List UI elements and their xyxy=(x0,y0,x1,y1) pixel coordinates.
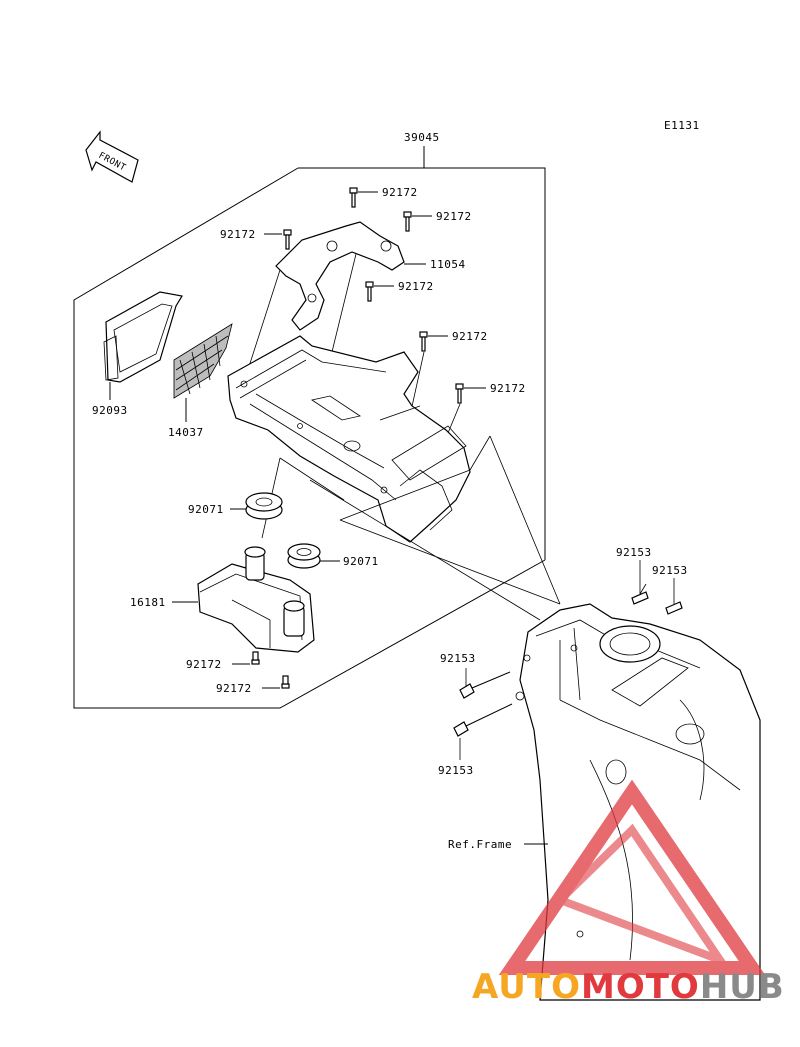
callout-92153-3: 92153 xyxy=(440,652,476,665)
callout-16181: 16181 xyxy=(130,596,166,609)
callout-39045: 39045 xyxy=(404,131,440,144)
watermark-text: AUTOMOTOHUB xyxy=(472,967,785,1007)
watermark-moto: MOTO xyxy=(581,967,700,1007)
screen-mesh-part xyxy=(173,323,233,399)
bolt-icon xyxy=(281,675,290,689)
callout-92172-res1: 92172 xyxy=(186,658,222,671)
bolt-icon xyxy=(251,651,260,665)
bolt-icon xyxy=(283,229,292,250)
callout-11054: 11054 xyxy=(430,258,466,271)
callout-92071-lower: 92071 xyxy=(343,555,379,568)
callout-92153-2: 92153 xyxy=(652,564,688,577)
callout-92172-top: 92172 xyxy=(382,186,418,199)
watermark-hub: HUB xyxy=(700,967,785,1007)
callout-14037: 14037 xyxy=(168,426,204,439)
bolt-icon xyxy=(419,331,428,352)
diagram-code: E1131 xyxy=(664,119,700,132)
watermark-auto: AUTO xyxy=(472,967,581,1007)
bolt-icon xyxy=(365,281,374,302)
bolt-icon xyxy=(459,671,511,699)
callout-92172-left: 92172 xyxy=(220,228,256,241)
grommet-part xyxy=(245,492,283,520)
front-arrow-icon: FRONT xyxy=(85,130,139,183)
bolt-icon xyxy=(665,601,683,615)
watermark-logo xyxy=(498,779,766,975)
air-duct-part xyxy=(227,335,471,543)
callout-92093: 92093 xyxy=(92,404,128,417)
callout-92172-res2: 92172 xyxy=(216,682,252,695)
callout-92172-top-right: 92172 xyxy=(436,210,472,223)
callout-92071-upper: 92071 xyxy=(188,503,224,516)
reservoir-part xyxy=(197,546,315,653)
callout-92153-1: 92153 xyxy=(616,546,652,559)
bolt-icon xyxy=(403,211,412,232)
grommet-part xyxy=(287,543,321,569)
bolt-icon xyxy=(455,383,464,404)
callout-92172-right: 92172 xyxy=(490,382,526,395)
callout-92172-mid: 92172 xyxy=(398,280,434,293)
callout-ref-frame: Ref.Frame xyxy=(448,838,512,851)
seal-part xyxy=(103,291,183,383)
callout-92153-4: 92153 xyxy=(438,764,474,777)
callout-92172-center: 92172 xyxy=(452,330,488,343)
bolt-icon xyxy=(349,187,358,208)
bolt-icon xyxy=(453,703,513,737)
bracket-part xyxy=(275,221,405,331)
assembly-boundary xyxy=(73,146,546,709)
bolt-icon xyxy=(631,591,649,605)
